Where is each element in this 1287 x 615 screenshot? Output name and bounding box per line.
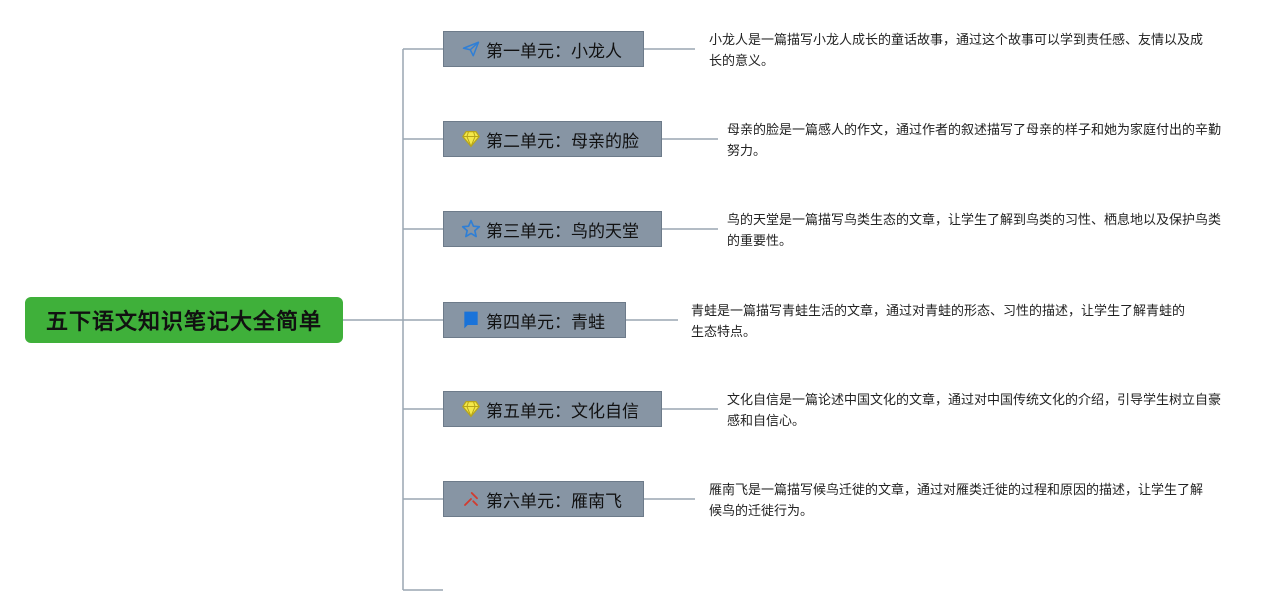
unit-2-topic[interactable]: 第二单元：母亲的脸 <box>443 121 662 157</box>
unit-5-topic[interactable]: 第五单元：文化自信 <box>443 391 662 427</box>
flag-icon <box>460 309 482 331</box>
unit-6-label: 第六单元：雁南飞 <box>486 491 622 512</box>
unit-2-label: 第二单元：母亲的脸 <box>486 131 639 152</box>
unit-3-description: 鸟的天堂是一篇描写鸟类生态的文章，让学生了解到鸟类的习性、栖息地以及保护鸟类的重… <box>727 213 1222 249</box>
unit-1-description: 小龙人是一篇描写小龙人成长的童话故事，通过这个故事可以学到责任感、友情以及成长的… <box>709 33 1204 69</box>
unit-1-topic[interactable]: 第一单元：小龙人 <box>443 31 644 67</box>
unit-4-label: 第四单元：青蛙 <box>486 312 605 333</box>
unit-6-description: 雁南飞是一篇描写候鸟迁徙的文章，通过对雁类迁徙的过程和原因的描述，让学生了解候鸟… <box>709 483 1204 519</box>
unit-1-label: 第一单元：小龙人 <box>486 41 622 62</box>
unit-5-label: 第五单元：文化自信 <box>486 401 639 422</box>
paper-plane-icon <box>460 38 482 60</box>
diamond-icon <box>460 398 482 420</box>
root-topic[interactable]: 五下语文知识笔记大全简单 <box>25 297 343 343</box>
unit-3-topic[interactable]: 第三单元：鸟的天堂 <box>443 211 662 247</box>
unit-5-description: 文化自信是一篇论述中国文化的文章，通过对中国传统文化的介绍，引导学生树立自豪感和… <box>727 393 1222 429</box>
unit-4-description: 青蛙是一篇描写青蛙生活的文章，通过对青蛙的形态、习性的描述，让学生了解青蛙的生态… <box>691 304 1186 340</box>
unit-2-description: 母亲的脸是一篇感人的作文，通过作者的叙述描写了母亲的样子和她为家庭付出的辛勤努力… <box>727 123 1222 159</box>
unit-6-topic[interactable]: 第六单元：雁南飞 <box>443 481 644 517</box>
tools-icon <box>460 488 482 510</box>
unit-4-topic[interactable]: 第四单元：青蛙 <box>443 302 626 338</box>
unit-3-label: 第三单元：鸟的天堂 <box>486 221 639 242</box>
diamond-icon <box>460 128 482 150</box>
root-topic-label: 五下语文知识笔记大全简单 <box>45 310 322 335</box>
star-icon <box>460 218 482 240</box>
